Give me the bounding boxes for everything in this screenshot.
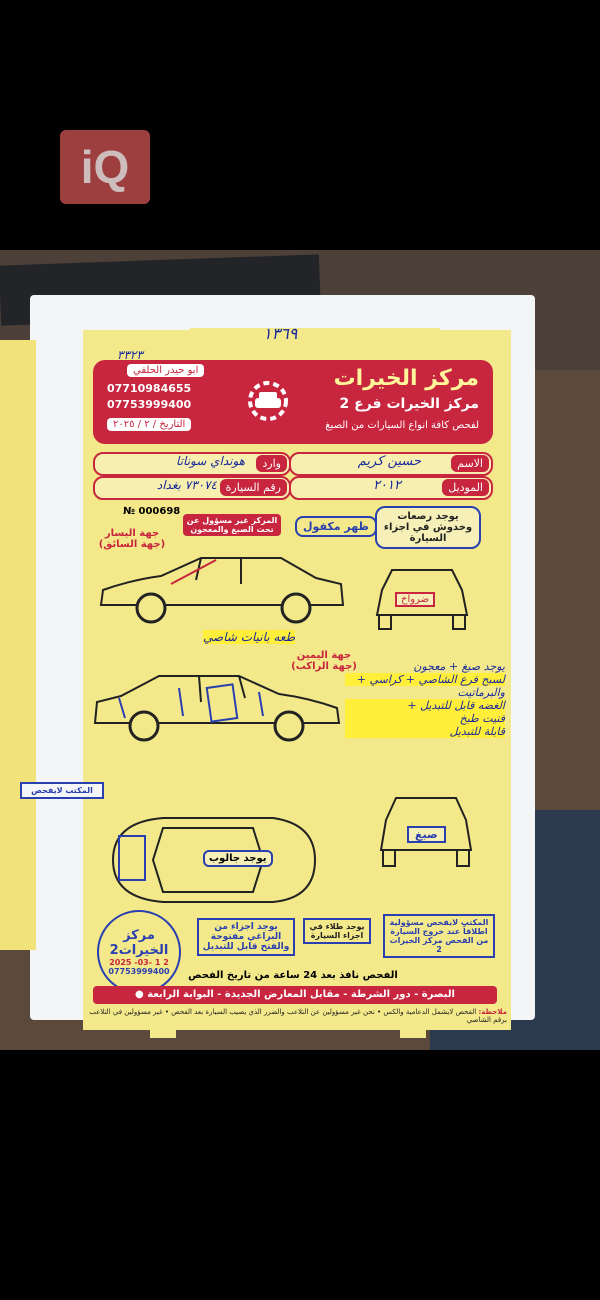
model-field: الموديل ٢٠١٢ [289,476,493,500]
left-yellow-sheet [0,340,36,950]
top-number: ١٣٦٩ [263,324,298,343]
note-6: قابلة للتبديل [345,725,505,738]
note-2: + لسبح فرع الشاصي + كراسي [345,673,505,686]
left-side-label: جهة اليسار (جهة السائق) [98,528,166,550]
address-bar: ● البصرة - دور الشرطة - مقابل المعارض ال… [93,986,497,1004]
name-value: حسين كريم [357,454,421,469]
plate-label: رقم السيارة [219,479,287,496]
round-stamp: مركز الخيرات2 2025 -03- 1 2 07753999400 [97,910,181,994]
front-paint-tag: ضرواخ [395,592,436,607]
right-side-car-drawing [89,668,349,752]
front-note: يوجد طلاء في اجزاء السيارة [303,918,371,944]
note-chassis: طعه بانيات شاصي [203,630,296,644]
roof-tag: يوجد جالوب [203,850,273,867]
name-field: الاسم حسين كريم [289,452,493,476]
inspection-form: ١٣٦٩ ٣٣٢٣ مركز الخيرات مركز الخيرات فرع … [83,324,511,1030]
date-row: التاريخ / ٢ / ٢٠٢٥ [107,418,192,431]
import-value: هونداي سوناتا [176,454,245,468]
round-stamp-title: مركز الخيرات2 [109,928,169,958]
model-label: الموديل [442,479,489,496]
note-5: فنيت طبخ [345,712,505,725]
front-car-drawing: ضرواخ [367,560,477,644]
left-side-car-drawing [91,550,351,634]
top-view-car-drawing: يوجد جالوب [103,810,323,914]
date-value: / ٢ / ٢٠٢٥ [113,419,157,430]
right-side-label: جهة اليمين (جهة الراكب) [291,650,357,672]
rear-car-drawing: صبغ [371,790,481,884]
watermark-text: iQ [80,141,130,193]
office-note: المكتب لايفحص مسؤولية اطلاقاً عند خروج ا… [383,914,495,958]
note-4: + الغضه قابل للتبديل [345,699,505,712]
owner-name: ابو حيدر الحلفي [127,364,205,377]
name-label: الاسم [451,455,489,472]
scratches-tag: يوجد رصعات وخدوش في اجزاء السيارة [375,506,481,549]
gear-car-icon [243,378,293,428]
rear-paint-tag: صبغ [407,826,446,843]
plate-field: رقم السيارة ٧٣٠٧٤ بغداد [93,476,291,500]
guaranteed-tag: ظهر مكفول [295,516,377,537]
round-stamp-phone: 07753999400 [108,967,170,976]
model-value: ٢٠١٢ [373,478,401,493]
phone-2: 07753999400 [107,398,192,411]
note-3: والبرماتيت [457,686,505,699]
phone-1: 07710984655 [107,382,192,395]
address: البصرة - دور الشرطة - مقابل المعارض الجد… [147,989,455,1000]
disclaimer-label: ملاحظة: [478,1008,507,1016]
form-tagline: لفحص كافة انواع السيارات من الصبغ [325,420,479,431]
watermark-logo: iQ [60,130,150,204]
notes-list: يوجد صبغ + معجون + لسبح فرع الشاصي + كرا… [345,660,505,738]
bolts-note: يوجد اجزاء من البراغي مفتوحة والفتح قابل… [197,918,295,956]
form-branch: مركز الخيرات فرع 2 [339,396,479,412]
note-1: يوجد صبغ + معجون [413,660,505,673]
form-title: مركز الخيرات [333,366,479,391]
serial-number: № 000698 [123,506,181,517]
round-stamp-date: 2025 -03- 1 2 [109,958,169,967]
header-banner: مركز الخيرات مركز الخيرات فرع 2 لفحص كاف… [93,360,493,444]
side-stamp: المكتب لايفحص [20,782,104,799]
location-icon: ● [135,989,144,1000]
disclaimer: ملاحظة: الفحص لايشمل الدعامية والكس • نح… [87,1008,507,1024]
validity-note: الفحص نافذ بعد 24 ساعة من تاريخ الفحص [188,970,398,981]
photo: ١٣٦٩ ٣٣٢٣ مركز الخيرات مركز الخيرات فرع … [0,250,600,1050]
top-left-number: ٣٣٢٣ [117,348,143,362]
fields: الاسم حسين كريم الموديل ٢٠١٢ وارد هونداي… [93,452,493,500]
import-field: وارد هونداي سوناتا [93,452,291,476]
date-label: التاريخ [159,419,186,430]
not-responsible-tag: المركز غير مسؤول عن تحت الصبغ والمعجون [183,514,281,536]
plate-value: ٧٣٠٧٤ بغداد [156,478,217,492]
disclaimer-text: الفحص لايشمل الدعامية والكس • نحن غير مس… [89,1008,507,1024]
import-label: وارد [256,455,287,472]
